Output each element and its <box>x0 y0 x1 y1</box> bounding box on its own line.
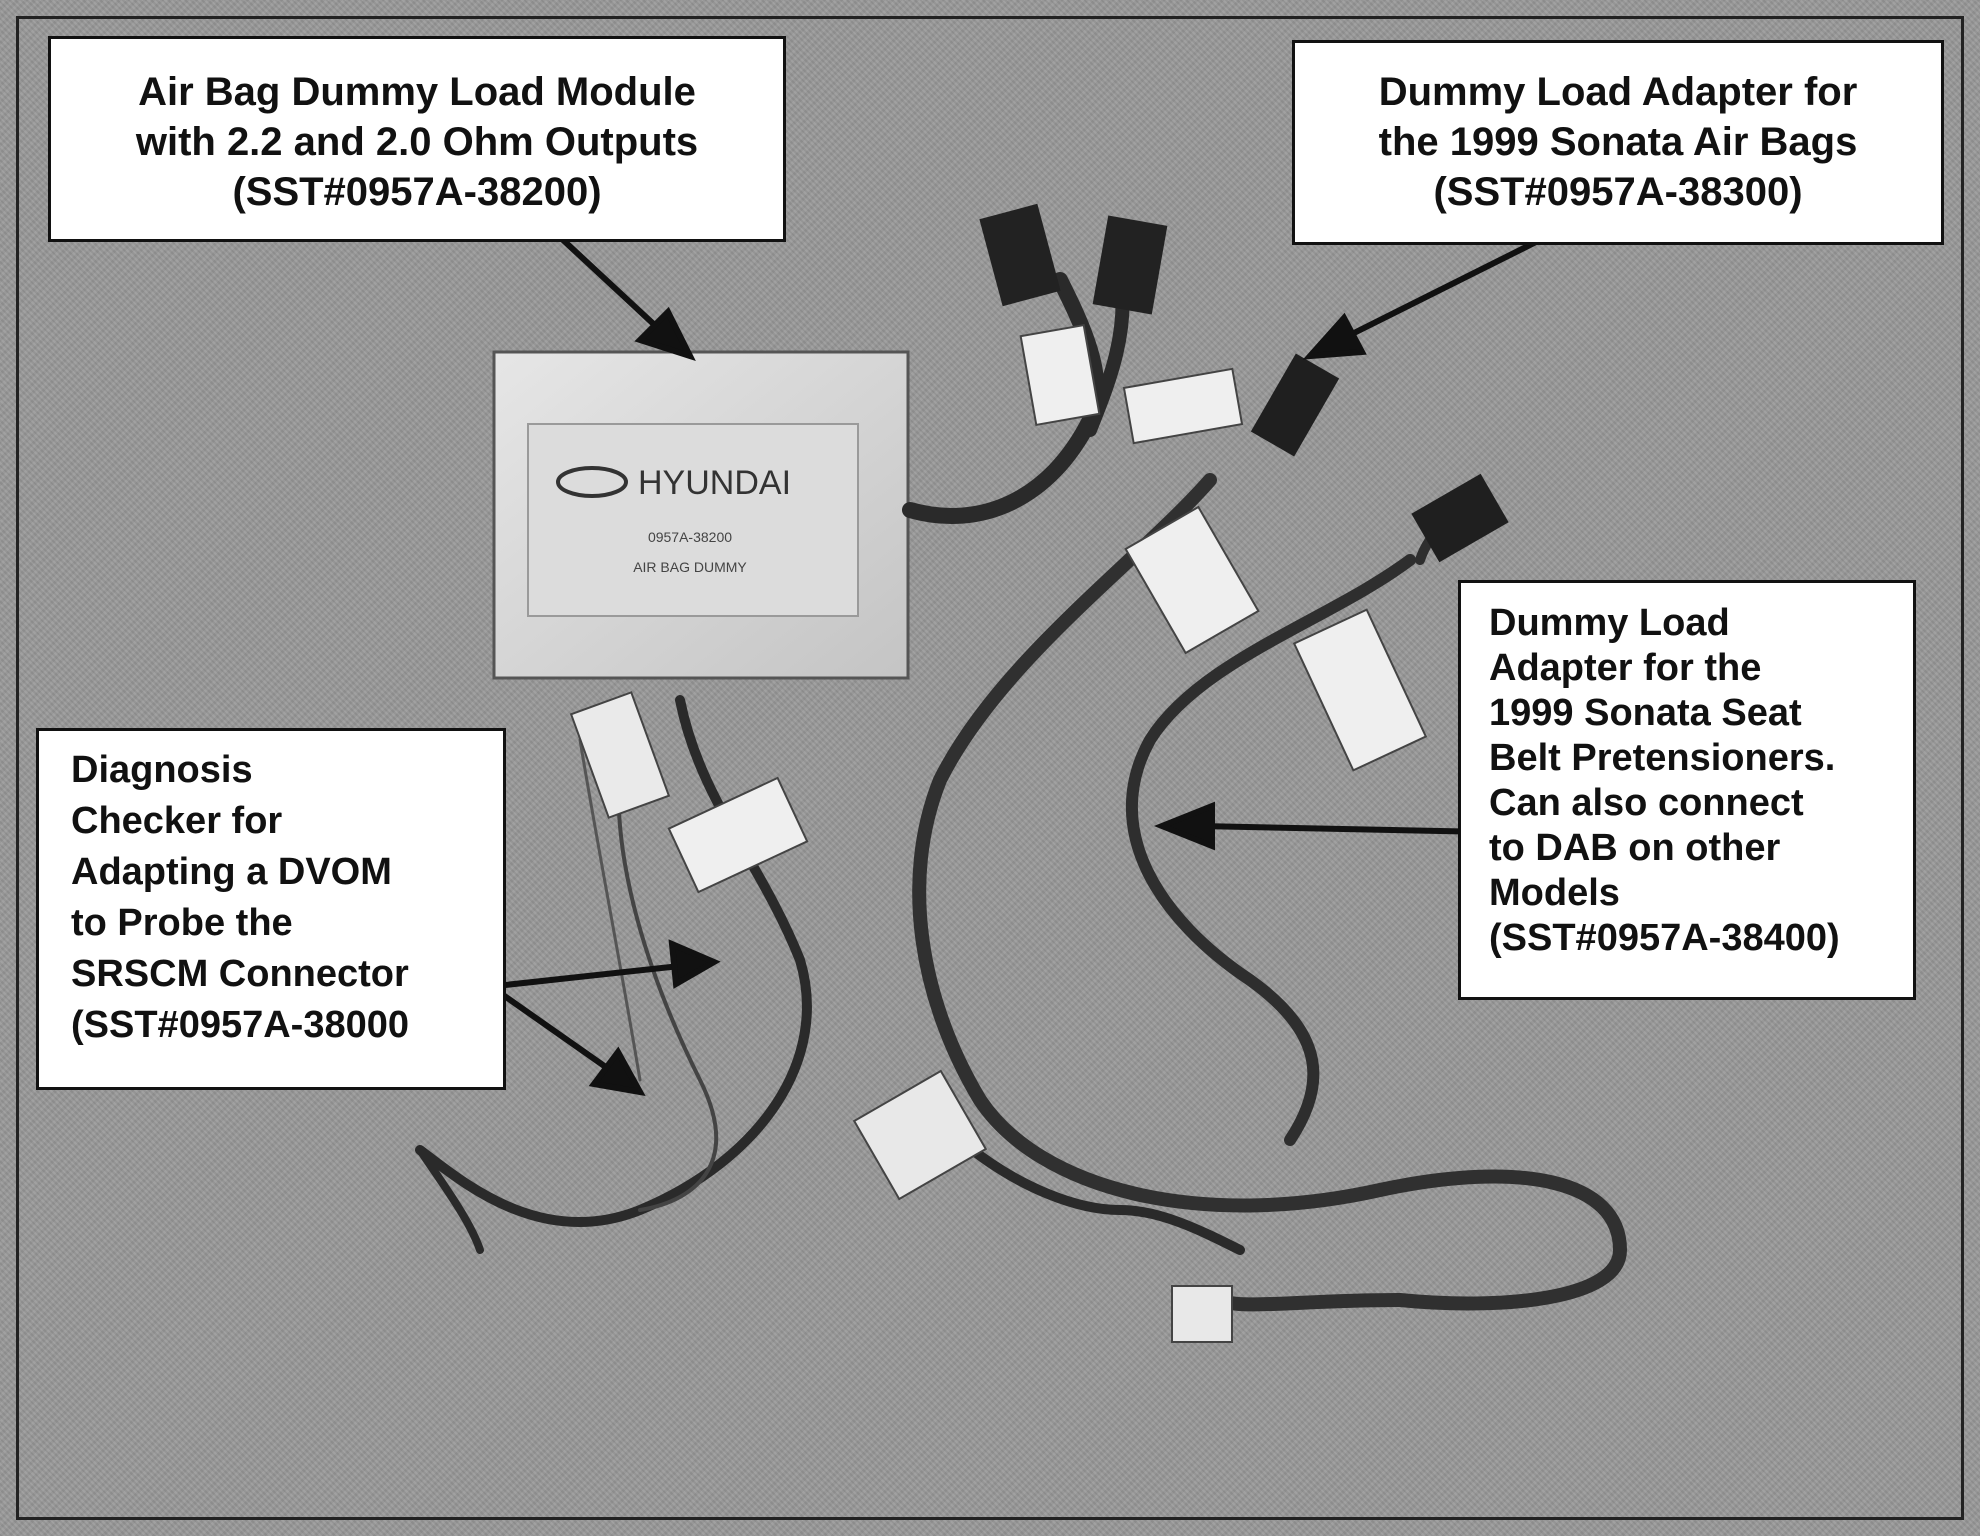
callout-line: Models <box>1489 872 1620 914</box>
arrow-seatbelt <box>1199 823 1491 835</box>
callout-line: (SST#0957A-38200) <box>232 170 602 214</box>
callout-line: the 1999 Sonata Air Bags <box>1378 120 1858 164</box>
callout-airbag-adapter: Dummy Load Adapter for the 1999 Sonata A… <box>1292 40 1944 245</box>
callout-line: Can also connect <box>1489 782 1804 824</box>
callout-line: SRSCM Connector <box>71 953 409 995</box>
arrow-module <box>545 223 663 333</box>
module-part-number: 0957A-38200 <box>648 529 732 545</box>
callout-line: to Probe the <box>71 902 293 944</box>
callout-seatbelt-adapter: Dummy Load Adapter for the 1999 Sonata S… <box>1458 580 1916 1000</box>
dummy-load-module: HYUNDAI 0957A-38200 AIR BAG DUMMY <box>492 350 910 680</box>
arrow-seatbelt-head-icon <box>1153 801 1215 851</box>
module-name: AIR BAG DUMMY <box>633 559 747 575</box>
callout-line: Diagnosis <box>71 749 253 791</box>
callout-line: to DAB on other <box>1489 827 1781 869</box>
module-brand: HYUNDAI <box>638 464 791 502</box>
callout-line: Belt Pretensioners. <box>1489 737 1836 779</box>
hyundai-logo-icon <box>556 466 628 498</box>
callout-line: (SST#0957A-38300) <box>1433 170 1803 214</box>
callout-line: Dummy Load <box>1489 602 1730 644</box>
callout-line: with 2.2 and 2.0 Ohm Outputs <box>135 120 699 164</box>
arrow-airbags <box>1338 237 1542 343</box>
callout-line: (SST#0957A-38000 <box>71 1004 409 1046</box>
callout-line: Air Bag Dummy Load Module <box>138 70 696 114</box>
arrow-diagnosis-upper-head-icon <box>668 939 721 989</box>
callout-line: Adapter for the <box>1489 647 1762 689</box>
arrow-module-head-icon <box>634 306 696 362</box>
callout-diagnosis-checker: Diagnosis Checker for Adapting a DVOM to… <box>36 728 506 1090</box>
callout-line: (SST#0957A-38400) <box>1489 917 1840 959</box>
arrow-diagnosis-lower <box>494 987 612 1073</box>
callout-line: Checker for <box>71 800 283 842</box>
callout-line: Adapting a DVOM <box>71 851 392 893</box>
connectors <box>569 203 1509 1343</box>
callout-line: Dummy Load Adapter for <box>1378 70 1858 114</box>
pointer-arrows <box>494 223 1542 1097</box>
callout-dummy-load-module: Air Bag Dummy Load Module with 2.2 and 2… <box>48 36 786 242</box>
arrow-airbags-head-icon <box>1302 312 1367 360</box>
arrow-diagnosis-lower-head-icon <box>588 1046 646 1097</box>
callout-line: 1999 Sonata Seat <box>1489 692 1802 734</box>
arrow-diagnosis-upper <box>495 963 681 989</box>
